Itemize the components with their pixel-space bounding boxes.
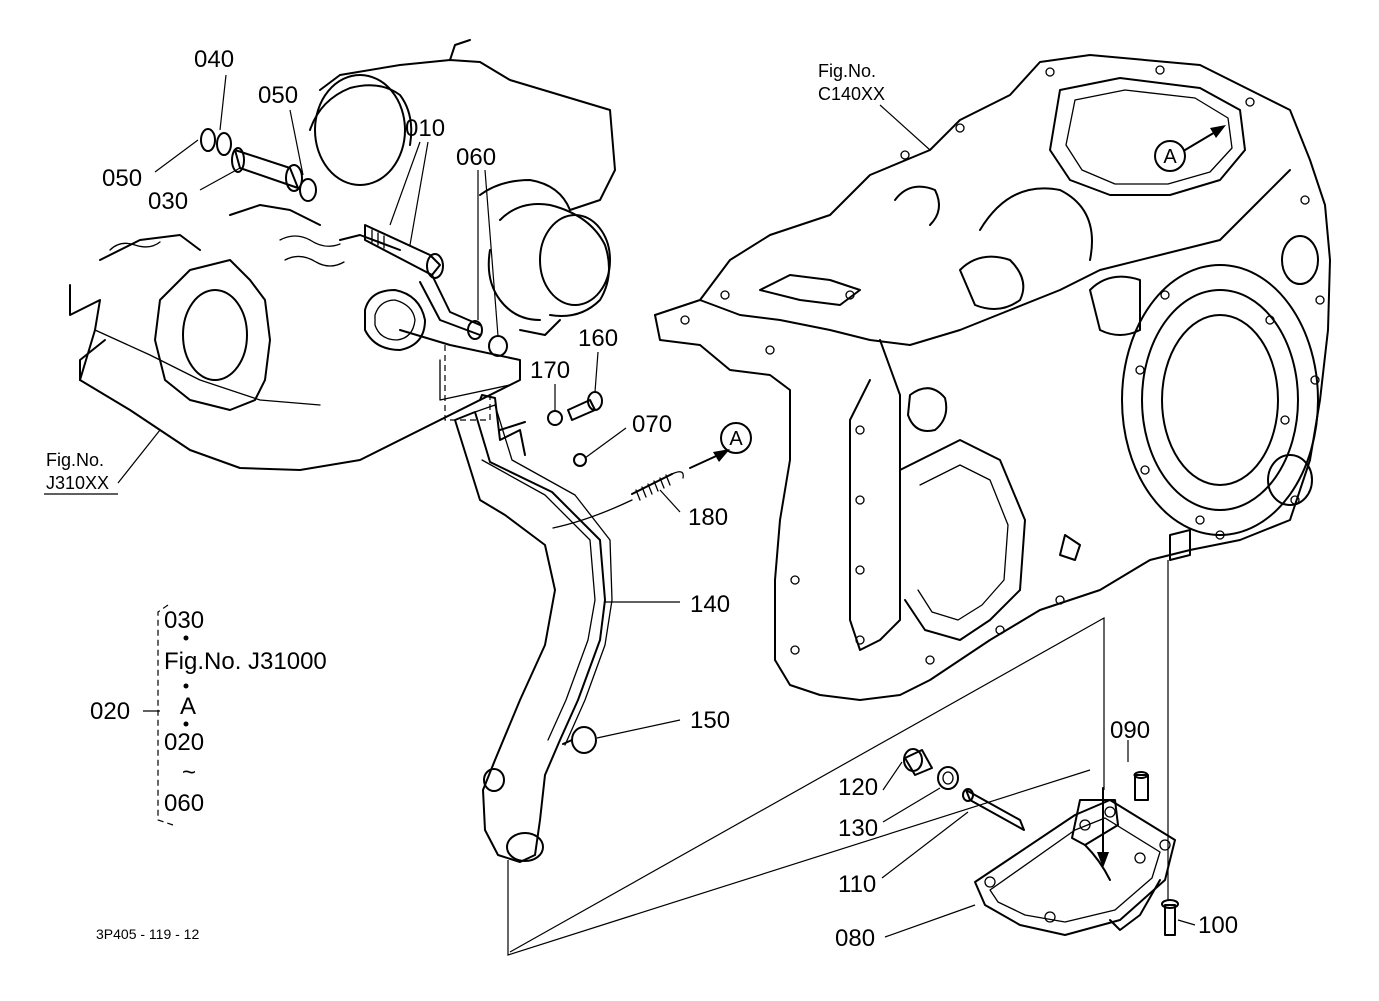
callout-120: 120	[838, 774, 878, 801]
callout-180: 180	[688, 504, 728, 531]
legend-line-tilde: ~	[182, 759, 196, 786]
callout-040: 040	[194, 46, 234, 73]
fig-ref-left-title: Fig.No.	[46, 450, 104, 470]
callout-100: 100	[1198, 912, 1238, 939]
callout-130: 130	[838, 815, 878, 842]
callout-150: 150	[690, 707, 730, 734]
bolt-holes	[680, 65, 1325, 665]
callout-090: 090	[1110, 717, 1150, 744]
callout-070: 070	[632, 411, 672, 438]
assembly-arrow-a-right	[1154, 125, 1226, 172]
drawing-code: 3P405 - 119 - 12	[96, 926, 199, 942]
callout-020: 020	[90, 698, 130, 725]
left-housing-assembly	[69, 39, 616, 484]
callout-060: 060	[456, 144, 496, 171]
callout-050-top: 050	[258, 82, 298, 109]
transmission-case	[654, 54, 1331, 701]
callout-050-left: 050	[102, 165, 142, 192]
legend-line-060: 060	[164, 790, 204, 817]
callout-010: 010	[405, 115, 445, 142]
fig-ref-right-title: Fig.No.	[818, 61, 876, 81]
callout-leaders	[143, 74, 1196, 938]
callout-030: 030	[148, 188, 188, 215]
cover-assembly-080	[903, 748, 1179, 936]
callout-160: 160	[578, 325, 618, 352]
legend-line-fig: Fig.No. J31000	[164, 648, 327, 675]
callout-080: 080	[835, 925, 875, 952]
bolt-and-spring-hardware	[547, 391, 752, 529]
callout-110: 110	[838, 871, 876, 898]
pedal-lever-140	[454, 394, 613, 863]
marker-a-right: A	[1163, 146, 1177, 168]
marker-a-left: A	[729, 428, 743, 450]
assembly-guide-lines	[507, 560, 1169, 956]
fig-ref-left-number: J310XX	[46, 473, 109, 493]
legend-line-020: 020	[164, 729, 204, 756]
callout-170: 170	[530, 357, 570, 384]
legend-line-030: 030	[164, 607, 204, 634]
fig-ref-right-number: C140XX	[818, 84, 885, 104]
callout-140: 140	[690, 591, 730, 618]
legend-line-a: A	[180, 693, 196, 720]
